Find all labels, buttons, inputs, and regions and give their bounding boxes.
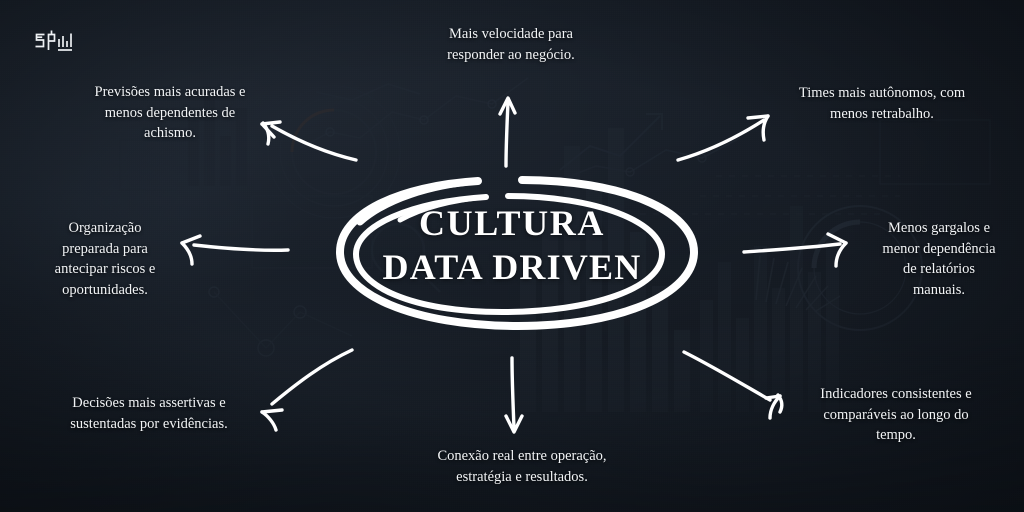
spm-monogram-logo — [32, 28, 78, 56]
page-title: CULTURA DATA DRIVEN — [312, 202, 712, 290]
title-line-1: CULTURA — [419, 203, 605, 243]
benefit-label-right: Menos gargalos e menor dependência de re… — [882, 220, 996, 298]
center-emblem: CULTURA DATA DRIVEN — [312, 176, 712, 331]
arrow-left-icon — [180, 234, 290, 266]
title-line-2: DATA DRIVEN — [382, 246, 642, 287]
arrow-down-right-icon — [682, 350, 784, 420]
benefit-label-bottom-right: Indicadores consistentes e comparáveis a… — [820, 386, 972, 444]
arrow-up-right-icon — [676, 114, 770, 162]
arrow-up-left-icon — [260, 120, 358, 162]
benefit-label-top-right: Times mais autônomos, com menos retrabal… — [798, 85, 966, 122]
arrow-right-icon — [742, 232, 848, 268]
benefit-label-top-left: Previsões mais acuradas e menos dependen… — [94, 84, 246, 142]
benefit-label-bottom: Conexão real entre operação, estratégia … — [437, 448, 607, 485]
arrow-down-icon — [504, 356, 524, 434]
benefit-label-bottom-left: Decisões mais assertivas e sustentadas p… — [70, 395, 228, 432]
benefit-label-left: Organização preparada para antecipar ris… — [54, 220, 156, 298]
arrow-down-left-icon — [260, 348, 354, 432]
benefit-label-top: Mais velocidade para responder ao negóci… — [447, 26, 575, 63]
hand-drawn-ellipse-icon — [335, 176, 699, 331]
arrow-up-icon — [498, 96, 517, 168]
